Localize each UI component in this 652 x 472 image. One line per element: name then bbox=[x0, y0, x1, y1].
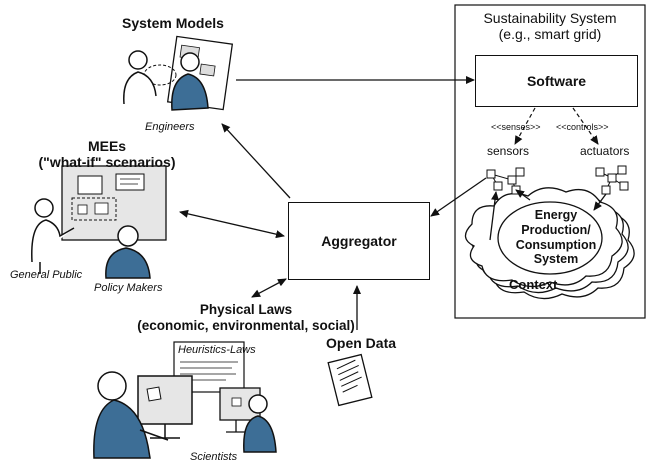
open-data-label: Open Data bbox=[326, 335, 397, 351]
sustainability-title-line2: (e.g., smart grid) bbox=[498, 26, 602, 43]
arrow-energy-to-sensors-1 bbox=[515, 189, 531, 201]
energy-line4: System bbox=[533, 252, 579, 267]
sensors-label: sensors bbox=[487, 144, 530, 158]
scientists-caption: Scientists bbox=[190, 451, 238, 463]
heuristics-laws-label: Heuristics-Laws bbox=[178, 344, 256, 356]
sustainability-system-title: Sustainability System (e.g., smart grid) bbox=[455, 10, 645, 42]
system-models-title: System Models bbox=[122, 15, 224, 31]
sustainability-title-line1: Sustainability System bbox=[483, 10, 617, 26]
aggregator-box: Aggregator bbox=[288, 202, 430, 280]
arrow-energy-to-sensors-2 bbox=[489, 191, 499, 241]
scientists-illustration bbox=[93, 341, 277, 459]
arrow-aggregator-to-engineers bbox=[221, 123, 291, 199]
arrow-controls-dashed bbox=[572, 107, 599, 145]
energy-system-ellipse bbox=[497, 201, 603, 275]
physical-laws-label: Physical Laws (economic, environmental, … bbox=[136, 302, 356, 333]
mees-title-line2: ("what-if" scenarios) bbox=[38, 154, 176, 171]
physical-laws-line1: Physical Laws bbox=[199, 302, 293, 317]
energy-line3: Consumption bbox=[515, 237, 597, 252]
energy-line1: Energy bbox=[534, 208, 578, 222]
arrow-sensors-to-aggregator bbox=[430, 177, 487, 217]
general-public-caption: General Public bbox=[10, 269, 83, 281]
mees-title-line1: MEEs bbox=[87, 138, 127, 154]
software-box: Software bbox=[475, 55, 638, 107]
policy-makers-caption: Policy Makers bbox=[94, 282, 163, 294]
arrow-physical-laws-aggregator bbox=[251, 278, 287, 298]
arrow-actuators-to-energy bbox=[593, 193, 607, 211]
controls-label: <<controls>> bbox=[556, 122, 609, 132]
physical-laws-line2: (economic, environmental, social) bbox=[137, 317, 355, 333]
open-data-document-icon bbox=[327, 353, 373, 407]
energy-line2: Production/ bbox=[521, 222, 591, 237]
arrow-mees-aggregator bbox=[179, 209, 285, 239]
engineers-caption: Engineers bbox=[145, 121, 195, 133]
mees-title: MEEs ("what-if" scenarios) bbox=[34, 138, 180, 170]
actuators-label: actuators bbox=[580, 144, 630, 158]
energy-system-label: Energy Production/ Consumption System bbox=[508, 208, 604, 267]
senses-label: <<senses>> bbox=[491, 122, 541, 132]
mees-illustration bbox=[31, 165, 167, 279]
context-label: Context bbox=[509, 277, 558, 292]
engineers-illustration bbox=[123, 35, 234, 111]
actuator-network-icon bbox=[595, 165, 629, 195]
